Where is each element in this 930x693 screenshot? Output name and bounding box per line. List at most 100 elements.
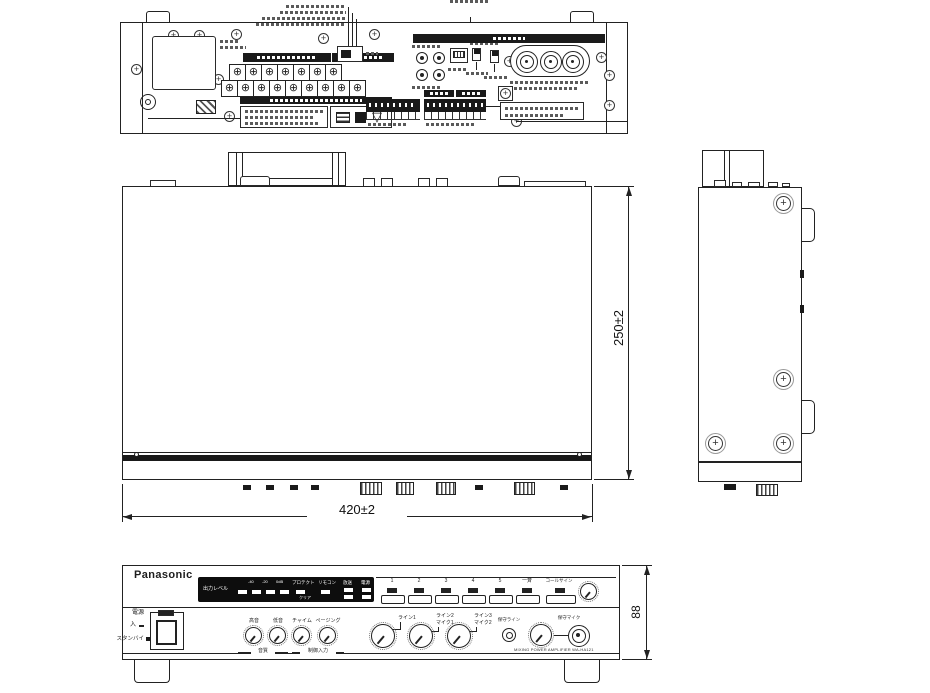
impedance-switch-label — [366, 52, 378, 55]
grommet-label — [514, 87, 578, 90]
terminal-strip-row1 — [229, 64, 342, 81]
terminal-header-bar-right — [332, 53, 394, 62]
input-header-bar — [456, 90, 486, 97]
maintenance-mic-jack — [568, 625, 590, 647]
meter-segment — [266, 590, 275, 594]
zone-button — [408, 595, 432, 604]
meter-segment — [252, 590, 261, 594]
zone-indicator — [414, 588, 424, 593]
note-box — [500, 102, 584, 120]
terminal-footer-bar — [240, 97, 392, 104]
callout-text-line — [256, 23, 346, 26]
front-edge-dot — [134, 452, 139, 457]
callsign-button — [546, 595, 576, 604]
screw-icon — [708, 436, 723, 451]
switch-leader — [476, 62, 477, 70]
terminal-pins-label — [426, 123, 476, 126]
side-front-nub — [724, 484, 736, 490]
screw-icon — [604, 100, 615, 111]
power-switch-button — [156, 620, 177, 645]
terminal-icon — [285, 80, 302, 97]
screw-icon — [776, 436, 791, 451]
side-top-detail — [748, 182, 760, 187]
maintenance-mic-knob — [528, 622, 554, 648]
screw-icon — [604, 70, 615, 81]
dim-ext-line — [622, 659, 652, 660]
terminal-icon — [269, 80, 286, 97]
remote-indicator — [321, 590, 330, 594]
meter-segment — [238, 590, 247, 594]
terminal-icon — [253, 80, 270, 97]
side-transformer-line — [729, 150, 730, 187]
power-cord-bushing-inner — [145, 99, 151, 105]
knob-knurled — [436, 482, 456, 495]
terminal-block-small — [366, 99, 420, 112]
model-text: MIXING POWER AMPLIFIER WA-HA121 — [514, 647, 594, 652]
front-button-nub — [243, 485, 251, 490]
zone-label: 5 — [498, 578, 502, 584]
line3-label: ライン3 — [474, 613, 492, 619]
rca-jack-icon — [416, 52, 428, 64]
screw-icon — [500, 88, 511, 99]
broadcast-indicator — [344, 588, 353, 592]
callsign-label: コールサイン — [545, 578, 573, 583]
output-header-bar — [413, 34, 605, 43]
rear-callout-text — [450, 0, 490, 3]
switch-label-bottom — [484, 76, 508, 79]
input-header-bar — [424, 90, 454, 97]
warning-block-symbol — [355, 112, 366, 123]
transformer-line — [338, 152, 339, 186]
callsign-indicator — [555, 588, 565, 593]
side-top-detail — [714, 180, 726, 187]
terminal-icon — [309, 64, 326, 81]
remote-label: リモコン — [318, 580, 336, 585]
transformer-line — [332, 152, 333, 186]
power-indicator — [362, 595, 371, 599]
maintenance-line-jack — [502, 628, 516, 642]
front-button-nub — [560, 485, 568, 490]
slide-switch-knob — [491, 51, 498, 56]
zone-indicator — [441, 588, 451, 593]
dim-ext-line — [594, 479, 634, 480]
edge-bracket — [498, 176, 520, 186]
power-label: 電源 — [131, 610, 144, 616]
meter-segment — [280, 590, 289, 594]
terminal-icon — [221, 80, 238, 97]
note-leader — [486, 106, 500, 107]
clear-label: クリア — [299, 595, 311, 600]
front-panel-divider — [122, 607, 620, 608]
terminal-header-bar-left — [243, 53, 331, 62]
rca-jack-icon — [433, 52, 445, 64]
knob-knurled — [514, 482, 535, 495]
terminal-pins — [366, 112, 420, 120]
slide-switch — [472, 48, 481, 61]
impedance-switch-knob — [341, 50, 351, 58]
side-bracket — [801, 400, 815, 434]
indicator-display: 出力レベル -40 -20 0dB プロテクト クリア リモコン 放送 電源 — [198, 577, 374, 602]
callout-text-line — [262, 17, 346, 20]
dim-ext-line — [592, 484, 593, 522]
zone-indicator — [387, 588, 397, 593]
terminal-icon — [277, 64, 294, 81]
terminal-icon — [261, 64, 278, 81]
terminal-icon — [333, 80, 350, 97]
line-knob — [369, 622, 397, 650]
dim-ext-line — [622, 565, 652, 566]
edge-bracket — [240, 176, 270, 186]
terminal-icon — [317, 80, 334, 97]
dim-ext-line — [122, 484, 123, 522]
zone-button — [489, 595, 513, 604]
line-knob — [407, 622, 435, 650]
transformer-line — [236, 152, 237, 186]
side-front-strip — [698, 462, 802, 482]
terminal-pins — [424, 112, 486, 120]
rca-jack-icon — [433, 69, 445, 81]
callout-leader — [348, 7, 349, 47]
screw-icon — [231, 29, 242, 40]
label-leader — [400, 622, 401, 630]
screw-icon — [596, 52, 607, 63]
rear-inner-line — [148, 118, 240, 119]
tone-knob — [291, 625, 312, 646]
terminal-icon — [301, 80, 318, 97]
